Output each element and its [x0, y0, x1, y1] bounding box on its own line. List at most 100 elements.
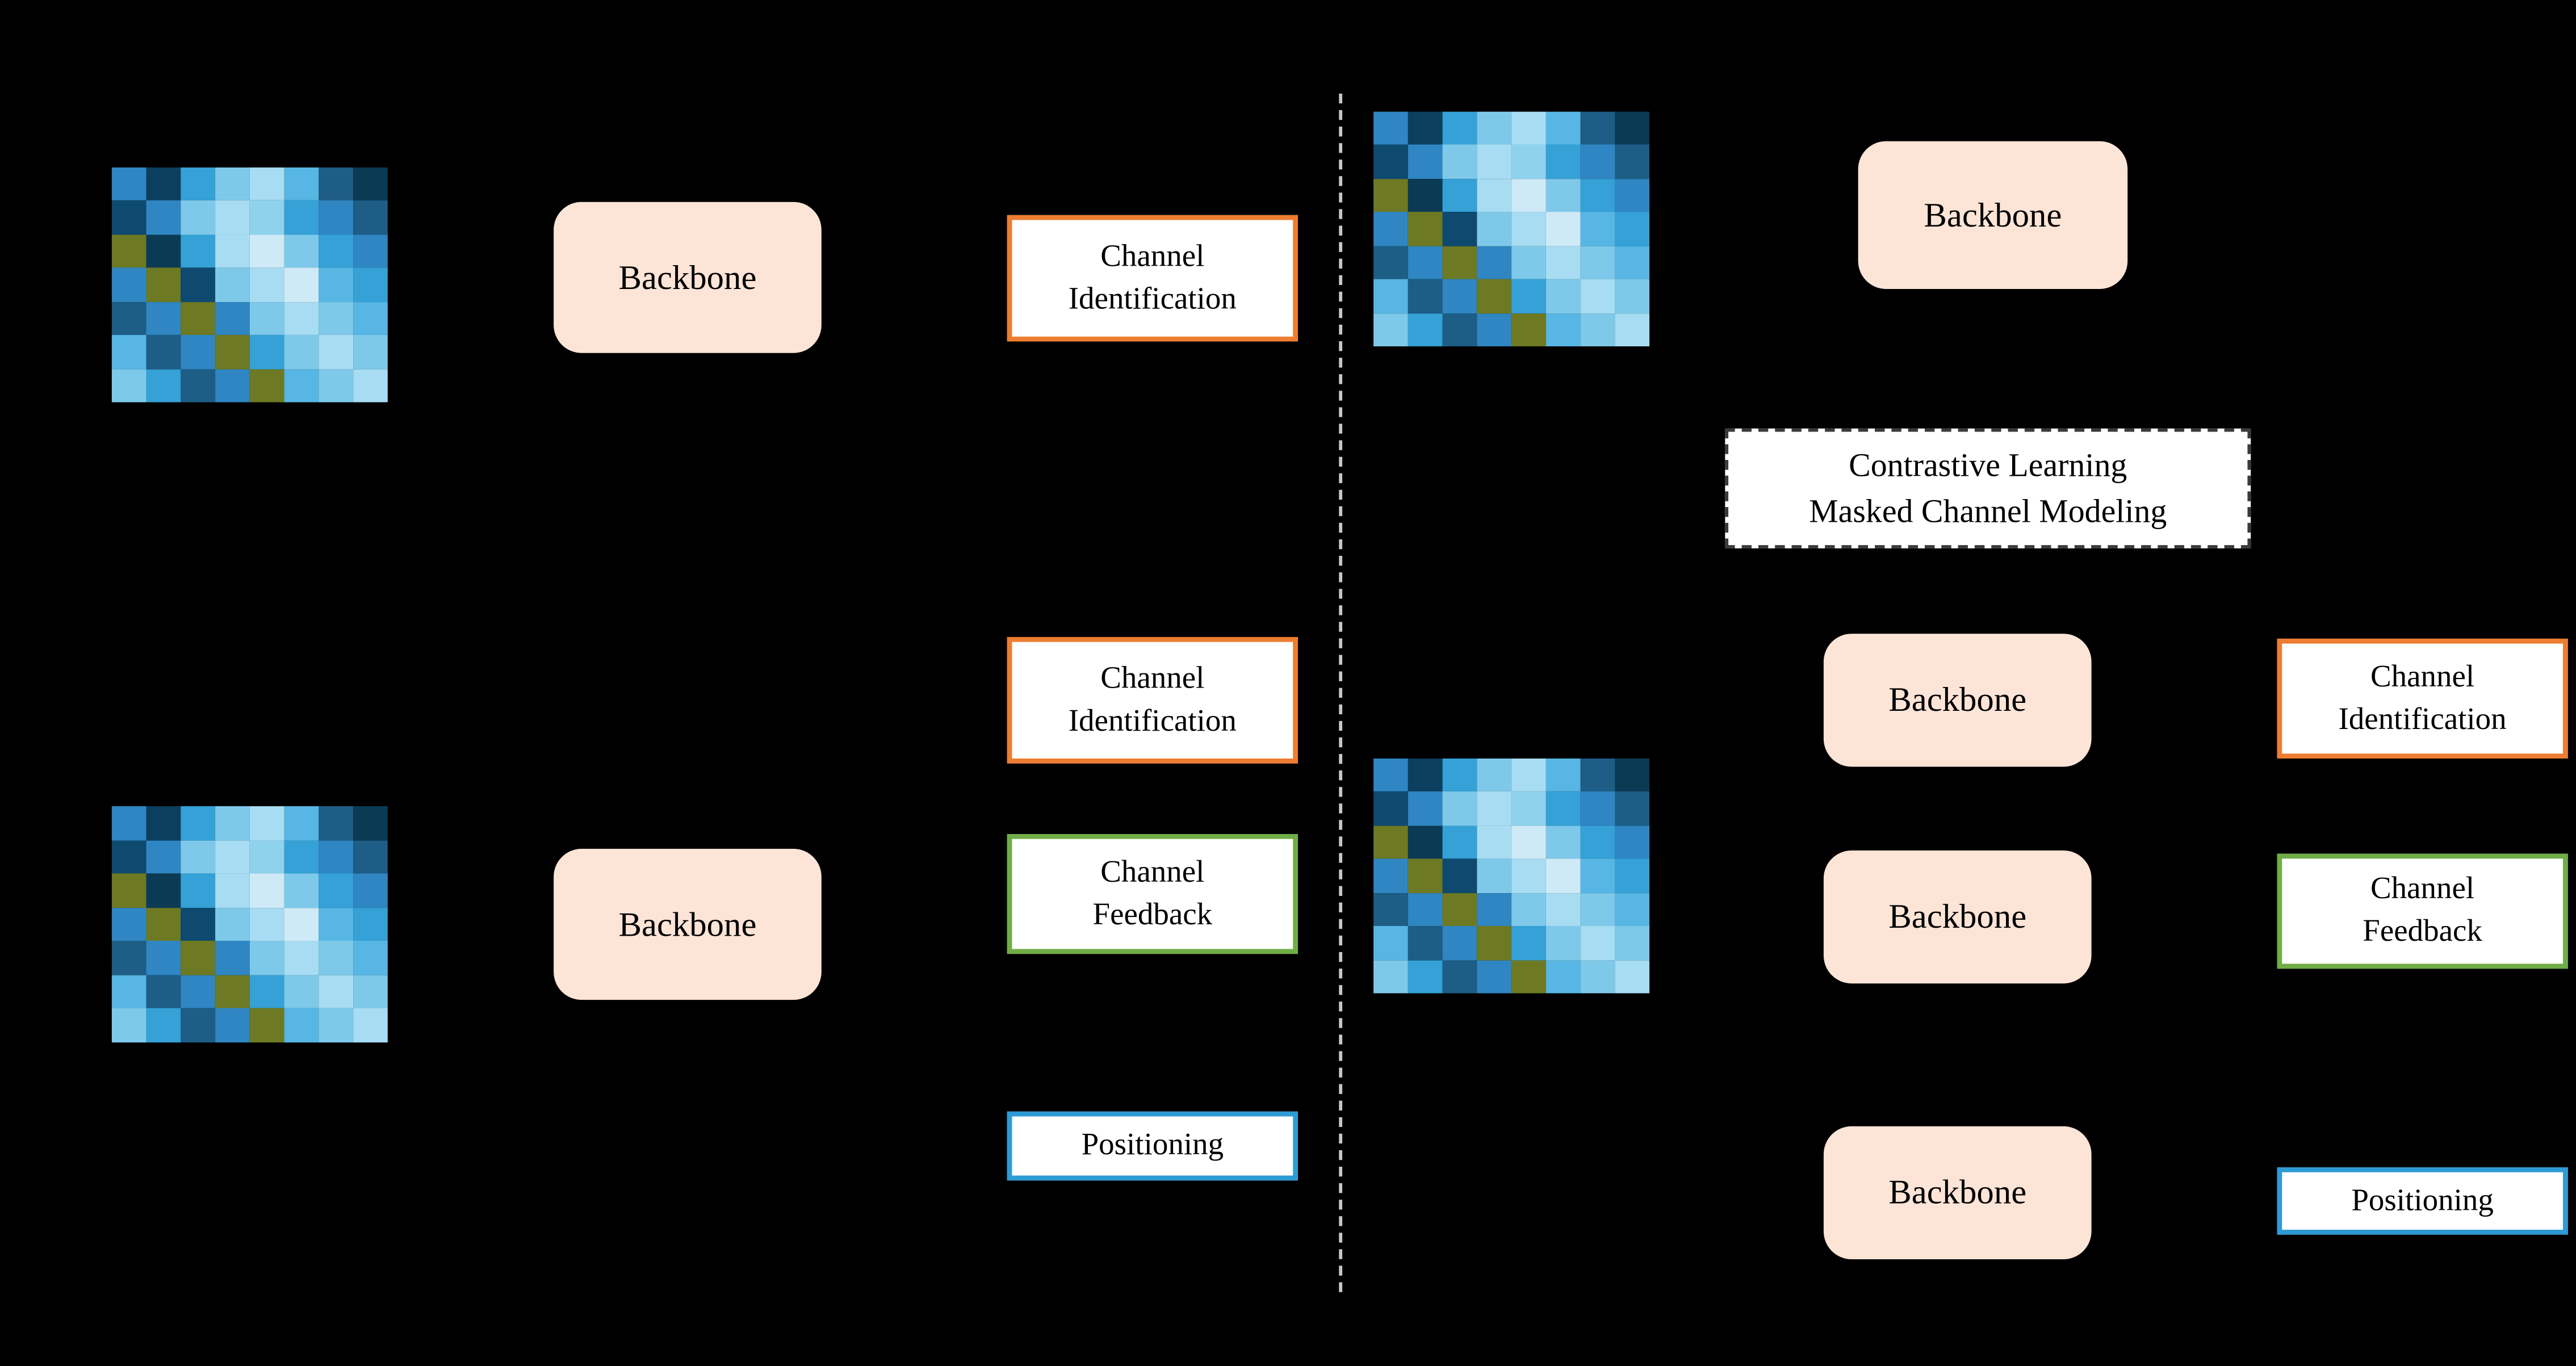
- heatmap-cell: [1545, 145, 1581, 179]
- heatmap-cell: [319, 201, 354, 235]
- heatmap-cell: [1511, 892, 1546, 927]
- heatmap-cell: [111, 167, 146, 202]
- heatmap-cell: [284, 806, 319, 840]
- heatmap-cell: [249, 941, 284, 975]
- heatmap-cell: [146, 975, 181, 1009]
- heatmap-cell: [181, 840, 216, 874]
- heatmap-cell: [284, 873, 319, 908]
- heatmap-cell: [319, 234, 354, 269]
- heatmap-cell: [1477, 759, 1512, 793]
- heatmap-cell: [1477, 792, 1512, 826]
- heatmap-cell: [1408, 178, 1443, 212]
- heatmap-cell: [146, 335, 181, 369]
- heatmap-cell: [249, 268, 284, 302]
- heatmap-cell: [1477, 279, 1512, 313]
- heatmap-cell: [284, 907, 319, 941]
- heatmap-cell: [215, 234, 250, 269]
- heatmap-cell: [284, 975, 319, 1009]
- csi-heatmap-left-top: [111, 167, 388, 403]
- heatmap-cell: [1442, 145, 1477, 179]
- heatmap-cell: [146, 941, 181, 975]
- heatmap-cell: [1373, 279, 1408, 313]
- task-label-line: Channel: [1100, 661, 1205, 696]
- backbone-box-right-1: Backbone: [1823, 634, 2092, 767]
- heatmap-cell: [1615, 959, 1650, 994]
- task-label-line: Channel: [1100, 239, 1205, 274]
- heatmap-cell: [1477, 145, 1512, 179]
- heatmap-cell: [1373, 145, 1408, 179]
- task-label-line: Positioning: [1081, 1128, 1224, 1163]
- heatmap-cell: [1442, 212, 1477, 246]
- heatmap-cell: [1511, 178, 1546, 212]
- heatmap-cell: [1511, 212, 1546, 246]
- heatmap-cell: [111, 368, 146, 403]
- heatmap-cell: [111, 335, 146, 369]
- heatmap-cell: [181, 1008, 216, 1043]
- heatmap-cell: [146, 806, 181, 840]
- heatmap-cell: [1580, 759, 1615, 793]
- heatmap-cell: [319, 1008, 354, 1043]
- heatmap-cell: [1477, 245, 1512, 280]
- heatmap-cell: [1477, 111, 1512, 145]
- heatmap-cell: [1373, 792, 1408, 826]
- backbone-label: Backbone: [618, 903, 757, 944]
- heatmap-cell: [1580, 959, 1615, 994]
- heatmap-cell: [1580, 926, 1615, 960]
- backbone-label: Backbone: [1888, 680, 2027, 719]
- heatmap-cell: [284, 234, 319, 269]
- heatmap-cell: [1615, 245, 1650, 280]
- heatmap-cell: [146, 368, 181, 403]
- task-label-line: Positioning: [2351, 1183, 2494, 1218]
- heatmap-cell: [353, 907, 388, 941]
- heatmap-cell: [1580, 792, 1615, 826]
- heatmap-cell: [181, 201, 216, 235]
- heatmap-cell: [111, 873, 146, 908]
- heatmap-cell: [111, 975, 146, 1009]
- heatmap-cell: [249, 873, 284, 908]
- pretrain-label-line: Masked Channel Modeling: [1809, 493, 2167, 530]
- heatmap-cell: [111, 907, 146, 941]
- heatmap-cell: [353, 234, 388, 269]
- heatmap-cell: [1511, 826, 1546, 860]
- heatmap-cell: [181, 234, 216, 269]
- heatmap-cell: [319, 907, 354, 941]
- heatmap-cell: [284, 201, 319, 235]
- heatmap-cell: [1373, 313, 1408, 347]
- heatmap-cell: [1615, 926, 1650, 960]
- heatmap-cell: [1545, 959, 1581, 994]
- heatmap-cell: [215, 335, 250, 369]
- heatmap-cell: [1373, 959, 1408, 994]
- task-channel-feedback-right: Channel Feedback: [2277, 853, 2568, 969]
- heatmap-cell: [284, 335, 319, 369]
- heatmap-cell: [181, 335, 216, 369]
- heatmap-cell: [181, 975, 216, 1009]
- csi-heatmap-right-top: [1373, 111, 1650, 347]
- heatmap-cell: [319, 840, 354, 874]
- heatmap-cell: [1511, 859, 1546, 893]
- heatmap-cell: [1442, 111, 1477, 145]
- heatmap-cell: [146, 234, 181, 269]
- heatmap-cell: [1408, 759, 1443, 793]
- heatmap-cell: [1477, 313, 1512, 347]
- heatmap-cell: [319, 167, 354, 202]
- heatmap-cell: [1408, 892, 1443, 927]
- heatmap-cell: [353, 368, 388, 403]
- heatmap-cell: [1615, 111, 1650, 145]
- backbone-box-right-3: Backbone: [1823, 1126, 2092, 1260]
- heatmap-cell: [181, 806, 216, 840]
- heatmap-cell: [1545, 926, 1581, 960]
- heatmap-cell: [249, 907, 284, 941]
- heatmap-cell: [1615, 212, 1650, 246]
- heatmap-cell: [249, 1008, 284, 1043]
- heatmap-cell: [353, 201, 388, 235]
- heatmap-cell: [319, 975, 354, 1009]
- heatmap-cell: [284, 167, 319, 202]
- heatmap-cell: [1442, 859, 1477, 893]
- heatmap-cell: [1477, 826, 1512, 860]
- task-channel-feedback-left: Channel Feedback: [1007, 834, 1298, 954]
- heatmap-cell: [1511, 279, 1546, 313]
- heatmap-cell: [181, 167, 216, 202]
- heatmap-cell: [1580, 212, 1615, 246]
- heatmap-cell: [1373, 859, 1408, 893]
